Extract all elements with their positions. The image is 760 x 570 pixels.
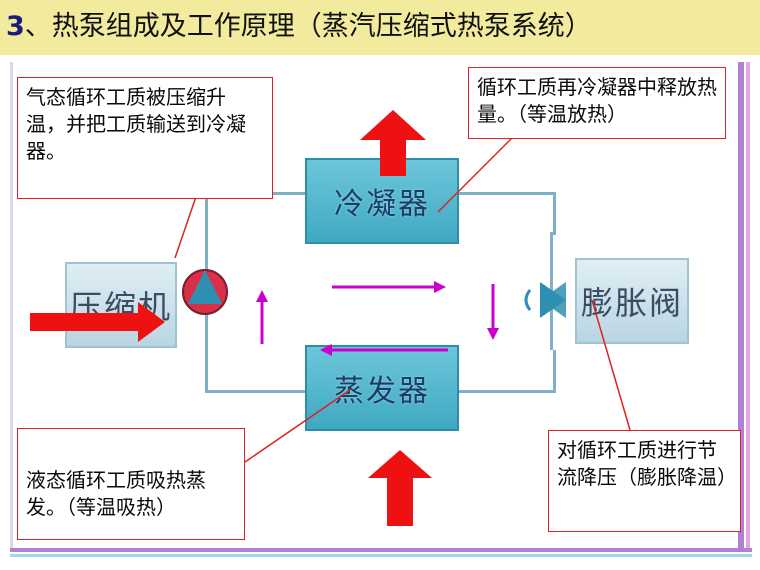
leader-condenser xyxy=(437,131,519,213)
condenser-label: 冷凝器 xyxy=(334,187,430,222)
title-number: 3 xyxy=(6,11,25,42)
compressor-callout: 气态循环工质被压缩升温，并把工质输送到冷凝器。 xyxy=(17,77,273,199)
title-bar xyxy=(0,0,760,55)
page-title: 3、热泵组成及工作原理（蒸汽压缩式热泵系统） xyxy=(6,4,592,43)
pump-symbol xyxy=(182,269,228,315)
valve-callout: 对循环工质进行节流降压（膨胀降温） xyxy=(548,430,741,532)
heat-out-arrow xyxy=(360,110,426,176)
leader-valve xyxy=(591,299,631,431)
valve-callout-text: 对循环工质进行节流降压（膨胀降温） xyxy=(557,438,737,489)
title-text: 、热泵组成及工作原理（蒸汽压缩式热泵系统） xyxy=(24,11,592,42)
leader-evaporator xyxy=(244,389,351,463)
condenser-callout: 循环工质再冷凝器中释放热量。（等温放热） xyxy=(468,67,726,139)
right-stripe-purple xyxy=(738,62,744,550)
heat-in-arrow xyxy=(368,450,432,526)
valve-symbol xyxy=(524,282,566,318)
work-input-arrow xyxy=(30,302,165,342)
left-stripe xyxy=(10,62,13,550)
compressor-callout-text: 气态循环工质被压缩升温，并把工质输送到冷凝器。 xyxy=(26,85,246,163)
flow-arrow-left xyxy=(320,344,448,356)
evaporator-callout-text: 液态循环工质吸热蒸发。（等温吸热） xyxy=(26,468,206,519)
bottom-stripe-cyan xyxy=(10,554,752,557)
evaporator-label: 蒸发器 xyxy=(334,374,430,409)
flow-arrow-right xyxy=(332,281,446,293)
bottom-stripe-purple xyxy=(10,548,752,552)
evaporator-callout: 液态循环工质吸热蒸发。（等温吸热） xyxy=(17,428,245,540)
condenser-callout-text: 循环工质再冷凝器中释放热量。（等温放热） xyxy=(477,75,717,126)
compressor-unit: 压缩机 xyxy=(65,262,177,348)
right-stripe-pink xyxy=(746,62,750,550)
expansion-valve-label: 膨胀阀 xyxy=(580,284,683,322)
flow-arrow-up xyxy=(256,290,268,344)
flow-arrow-down xyxy=(487,284,499,340)
expansion-valve-unit: 膨胀阀 xyxy=(575,258,689,344)
evaporator-unit: 蒸发器 xyxy=(305,345,459,431)
